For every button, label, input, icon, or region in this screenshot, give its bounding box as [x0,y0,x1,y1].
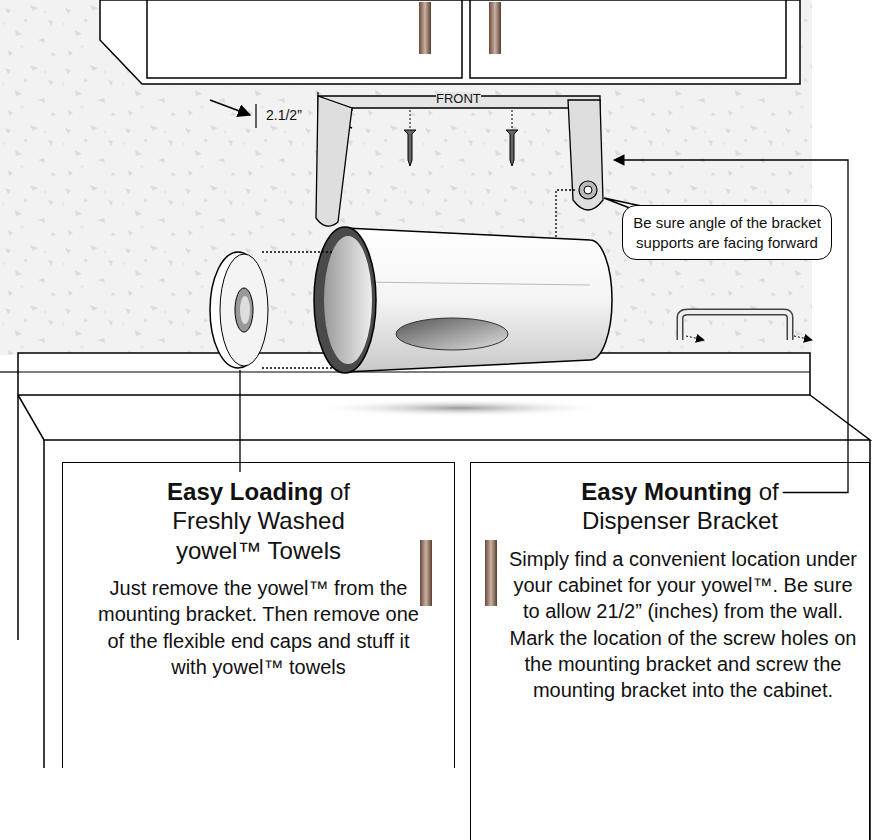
body-text: Just remove the yowel™ from the mounting… [94,575,424,681]
heading-bold: Easy Loading [167,478,323,505]
cabinet-door-panel: Easy Mountingof Dispenser BracketSimply … [470,462,870,840]
dimension-label: 2.1/2” [266,108,302,122]
leader-arrow [614,160,848,493]
callout-text: Be sure angle of the bracket supports ar… [631,213,823,252]
leader-line [239,370,240,472]
heading-bold: Easy Mounting [581,478,752,505]
cabinet-door-panel: Easy Loadingof Freshly Washed yowel™ Tow… [62,462,455,768]
part-label: FRONT [436,92,481,105]
body-text: Simply find a convenient location under … [509,546,857,704]
heading: Easy Mountingof Dispenser Bracket [548,477,813,536]
heading: Easy Loadingof Freshly Washed yowel™ Tow… [141,477,376,565]
callout-box: Be sure angle of the bracket supports ar… [622,205,832,260]
